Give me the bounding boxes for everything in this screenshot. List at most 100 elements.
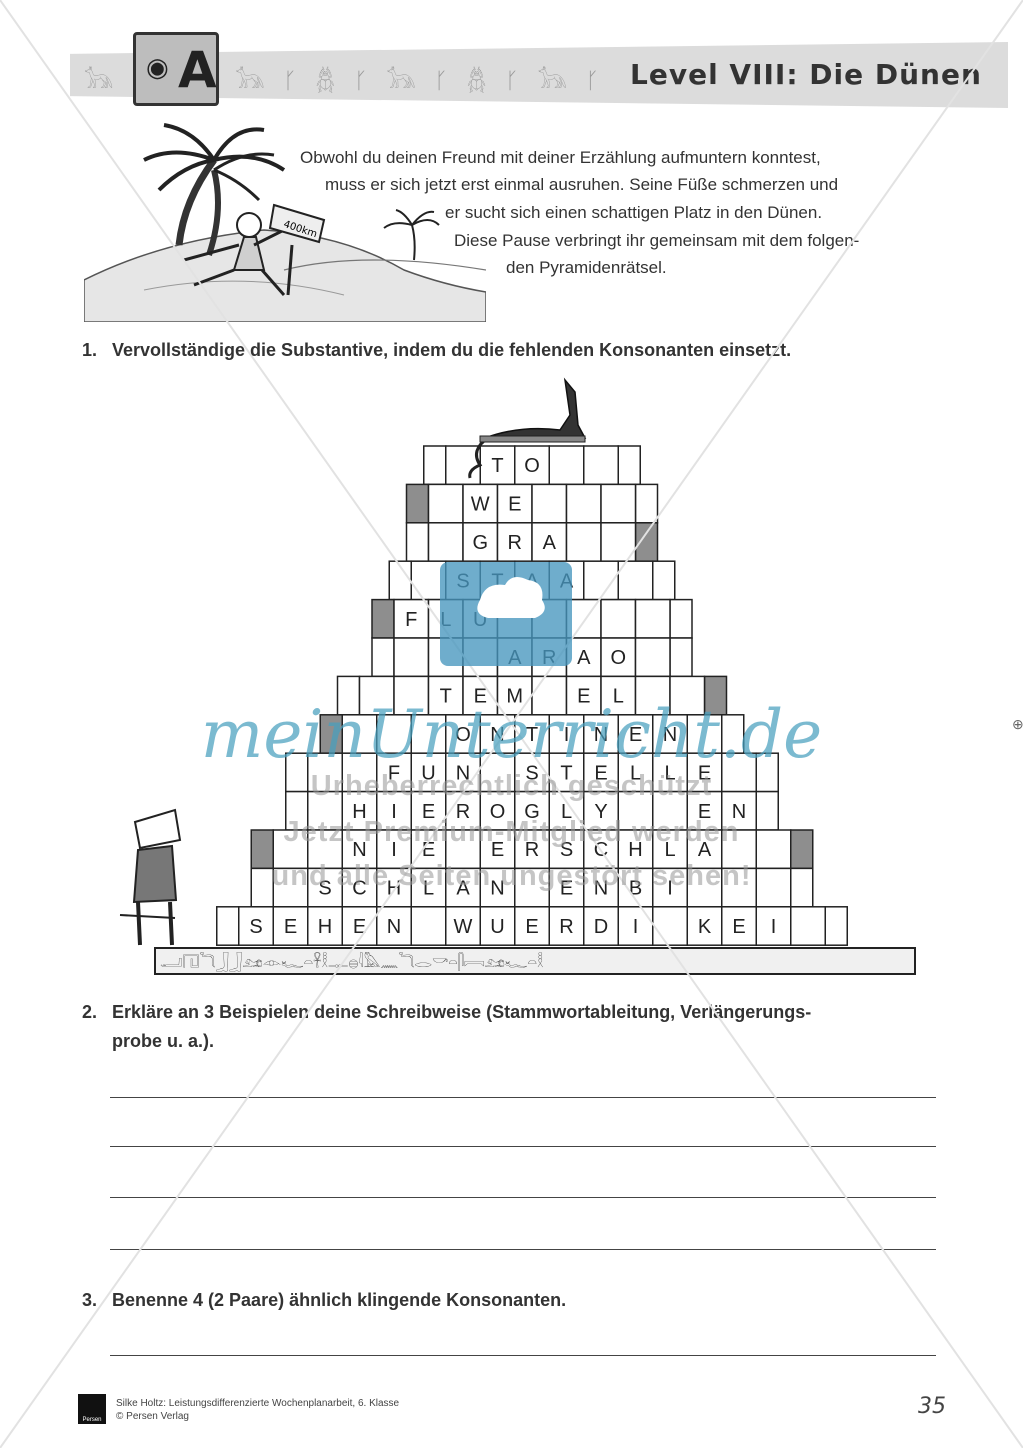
- task-text: Erkläre an 3 Beispielen deine Schreibwei…: [112, 1002, 812, 1022]
- puzzle-cell[interactable]: [617, 560, 654, 601]
- puzzle-cell[interactable]: [272, 867, 309, 908]
- puzzle-cell[interactable]: [358, 675, 395, 716]
- puzzle-cell[interactable]: [410, 906, 447, 946]
- footer-line-2: © Persen Verlag: [116, 1411, 189, 1422]
- answer-line[interactable]: [110, 1146, 936, 1147]
- puzzle-cell[interactable]: [307, 790, 343, 831]
- puzzle-letter: N: [456, 762, 470, 784]
- puzzle-letter: U: [421, 762, 435, 784]
- puzzle-letter: N: [594, 724, 608, 746]
- puzzle-letter: R: [508, 532, 522, 554]
- puzzle-cell[interactable]: [721, 867, 757, 908]
- puzzle-letter: T: [526, 724, 538, 746]
- puzzle-cell[interactable]: [686, 714, 723, 754]
- puzzle-letter: S: [318, 878, 331, 900]
- puzzle-cell[interactable]: [600, 598, 637, 639]
- puzzle-cell[interactable]: [600, 522, 637, 562]
- puzzle-letter: S: [560, 839, 573, 861]
- puzzle-letter: A: [525, 570, 539, 592]
- puzzle-cell[interactable]: [427, 522, 464, 562]
- puzzle-cell[interactable]: [531, 675, 568, 716]
- puzzle-cell[interactable]: [686, 867, 723, 908]
- puzzle-cell[interactable]: [634, 675, 671, 716]
- puzzle-letter: F: [388, 762, 400, 784]
- puzzle-letter: T: [440, 686, 452, 708]
- puzzle-cell[interactable]: [410, 714, 447, 754]
- puzzle-cell[interactable]: [652, 790, 688, 831]
- pyramid-edge-block: [669, 637, 693, 678]
- intro-line: Obwohl du deinen Freund mit deiner Erzäh…: [300, 148, 821, 167]
- puzzle-letter: N: [490, 724, 504, 746]
- puzzle-cell[interactable]: [790, 906, 826, 946]
- puzzle-letter: I: [564, 724, 570, 746]
- puzzle-letter: O: [610, 647, 626, 669]
- puzzle-letter: U: [473, 609, 487, 631]
- puzzle-letter: N: [490, 878, 504, 900]
- pyramid-edge-block: [423, 445, 447, 486]
- intro-line: er sucht sich einen schattigen Platz in …: [445, 203, 823, 222]
- puzzle-cell[interactable]: [565, 483, 602, 524]
- puzzle-letter: E: [577, 686, 590, 708]
- puzzle-letter: N: [387, 916, 401, 938]
- puzzle-cell[interactable]: [307, 829, 343, 870]
- puzzle-cell[interactable]: [445, 829, 481, 870]
- pyramid-edge-block: [250, 867, 274, 908]
- pyramid-edge-block: [634, 483, 659, 524]
- puzzle-cell[interactable]: [617, 790, 654, 831]
- puzzle-cell[interactable]: [341, 752, 378, 793]
- hieroglyph-text: 𓂝𓉔𓆓𓃀𓃀𓃭𓁹𓆑𓏏𓋹𓎛𓊃𓐍𓇋𓅓𓈖𓆓𓂋𓎡𓏏𓋴𓇯𓃭𓆑𓏏𓎛: [160, 951, 544, 972]
- pyramid-edge-block: [652, 560, 676, 601]
- footer-line-1: Silke Holtz: Leistungsdifferenzierte Woc…: [116, 1398, 400, 1409]
- puzzle-cell[interactable]: [462, 637, 499, 678]
- puzzle-cell[interactable]: [376, 714, 412, 754]
- puzzle-letter: A: [508, 647, 522, 669]
- boy-figure: [119, 808, 182, 946]
- pyramid-edge-block: [371, 598, 395, 639]
- puzzle-cell[interactable]: [652, 906, 688, 946]
- puzzle-cell[interactable]: [721, 829, 757, 870]
- puzzle-letter: R: [456, 801, 470, 823]
- puzzle-cell[interactable]: [393, 637, 430, 678]
- puzzle-cell[interactable]: [583, 445, 619, 486]
- puzzle-letter: A: [577, 647, 591, 669]
- puzzle-cell[interactable]: [548, 445, 585, 486]
- puzzle-cell[interactable]: [410, 560, 447, 601]
- puzzle-cell[interactable]: [755, 829, 792, 870]
- task-3: 3.Benenne 4 (2 Paare) ähnlich klingende …: [82, 1290, 566, 1311]
- pyramid-edge-block: [285, 752, 309, 793]
- puzzle-cell[interactable]: [307, 752, 343, 793]
- puzzle-cell[interactable]: [445, 445, 481, 486]
- puzzle-cell[interactable]: [600, 483, 637, 524]
- puzzle-cell[interactable]: [531, 483, 568, 524]
- puzzle-cell[interactable]: [755, 867, 792, 908]
- puzzle-cell[interactable]: [721, 752, 757, 793]
- puzzle-cell[interactable]: [565, 522, 602, 562]
- answer-line[interactable]: [110, 1355, 936, 1356]
- puzzle-letter: F: [405, 609, 417, 631]
- puzzle-cell[interactable]: [479, 752, 516, 793]
- puzzle-letter: E: [353, 916, 366, 938]
- puzzle-cell[interactable]: [272, 829, 309, 870]
- puzzle-cell[interactable]: [531, 598, 568, 639]
- puzzle-cell[interactable]: [514, 867, 550, 908]
- pyramid-edge-block: [371, 637, 395, 678]
- puzzle-cell[interactable]: [565, 598, 602, 639]
- intro-line: Diese Pause verbringt ihr gemeinsam mit …: [454, 231, 860, 250]
- answer-line[interactable]: [110, 1197, 936, 1198]
- task-number: 1.: [82, 340, 98, 360]
- puzzle-cell[interactable]: [634, 637, 671, 678]
- puzzle-cell[interactable]: [583, 560, 619, 601]
- task-1: 1.Vervollständige die Substantive, indem…: [82, 340, 791, 361]
- puzzle-cell[interactable]: [393, 675, 430, 716]
- puzzle-letter: N: [352, 839, 366, 861]
- puzzle-cell[interactable]: [427, 483, 464, 524]
- answer-line[interactable]: [110, 1249, 936, 1250]
- puzzle-cell[interactable]: [496, 598, 533, 639]
- puzzle-cell[interactable]: [427, 637, 464, 678]
- puzzle-cell[interactable]: [341, 714, 378, 754]
- puzzle-letter: A: [698, 839, 712, 861]
- puzzle-cell[interactable]: [669, 675, 706, 716]
- puzzle-letter: E: [508, 494, 521, 516]
- answer-line[interactable]: [110, 1097, 936, 1098]
- puzzle-cell[interactable]: [634, 598, 671, 639]
